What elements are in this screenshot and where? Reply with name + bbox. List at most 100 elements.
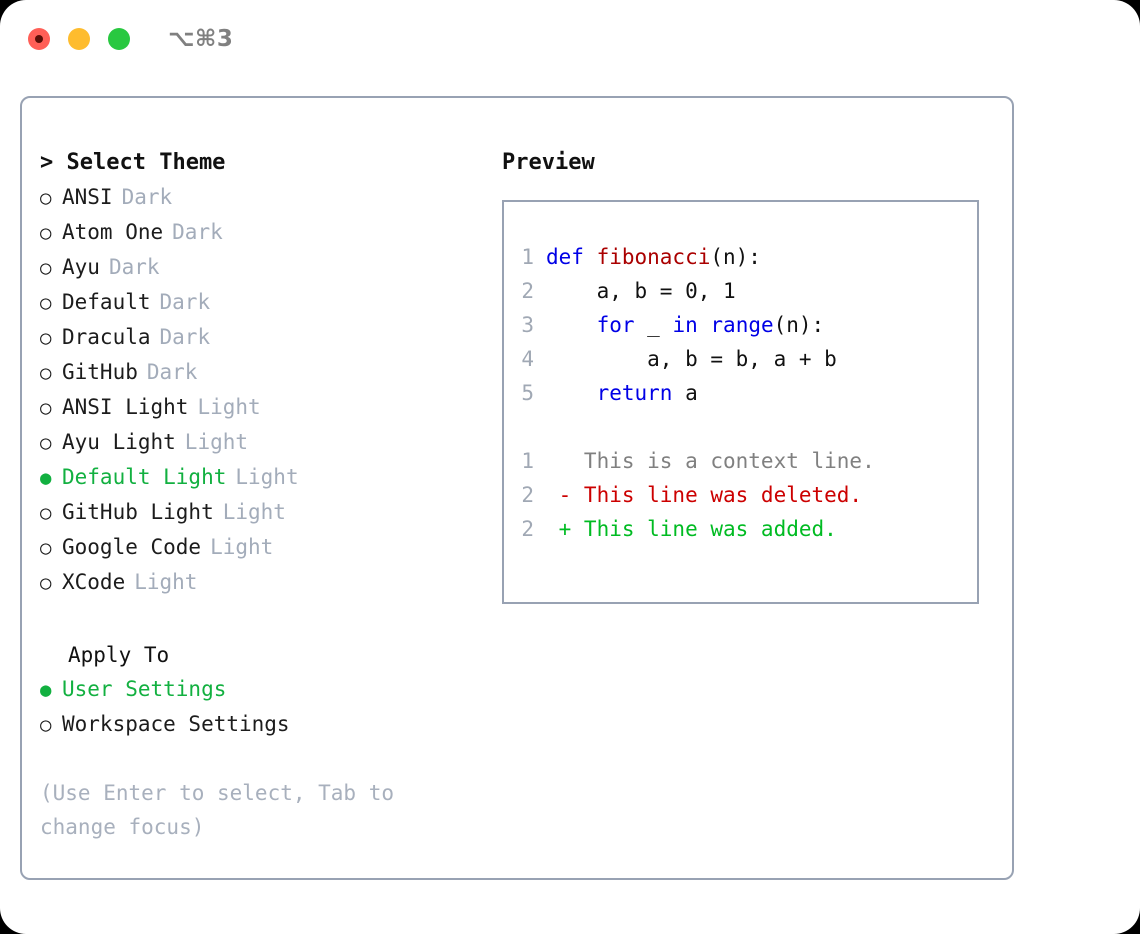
theme-option-label: ANSI Light [62, 395, 189, 419]
code-line-text: + This line was added. [546, 512, 837, 546]
radio-unselected-icon: ○ [40, 257, 52, 279]
theme-option-label: XCode [62, 570, 126, 594]
theme-option-tag: Light [210, 535, 274, 559]
theme-option-tag: Dark [172, 220, 223, 244]
theme-option-tag: Light [184, 430, 249, 454]
theme-option-tag: Dark [121, 185, 173, 209]
radio-unselected-icon: ○ [40, 327, 52, 349]
theme-option-label: ANSI [62, 185, 113, 209]
title-bar: ⌥⌘3 [0, 0, 1140, 78]
code-line-text: return a [546, 376, 698, 410]
preview-heading: Preview [502, 150, 595, 175]
code-spacer [504, 410, 977, 444]
radio-unselected-icon: ○ [40, 362, 52, 384]
theme-option-xcode[interactable]: ○ XCode Light [40, 565, 490, 600]
code-token-pl: a, b = 0, 1 [546, 279, 736, 303]
select-theme-heading: > Select Theme [40, 150, 226, 175]
line-number: 5 [521, 381, 534, 405]
code-token-pl: (n): [773, 313, 825, 337]
line-number: 3 [521, 313, 534, 337]
theme-option-label: GitHub [62, 360, 138, 384]
keyboard-hint-text: (Use Enter to select, Tab to change focu… [40, 781, 395, 839]
line-number: 1 [521, 245, 534, 269]
code-token-kw: for [596, 313, 635, 337]
window-controls [28, 28, 130, 50]
maximize-window-button[interactable] [108, 28, 130, 50]
theme-option-default-light[interactable]: ● Default Light Light [40, 460, 490, 495]
code-token-kw: in [672, 313, 698, 337]
code-token-pl: (n): [710, 245, 761, 269]
theme-option-label: Google Code [62, 535, 202, 559]
code-line-text: - This line was deleted. [546, 478, 862, 512]
radio-unselected-icon: ○ [40, 432, 52, 454]
radio-unselected-icon: ○ [40, 502, 52, 524]
line-number: 2 [521, 517, 534, 541]
apply-to-heading: Apply To [68, 643, 170, 667]
theme-option-label: Ayu [62, 255, 100, 279]
theme-preview-box: 1 def fibonacci(n): 2 a, b = 0, 1 3 for _ i… [502, 200, 979, 604]
diff-line: 1 This is a context line. [504, 444, 977, 478]
theme-option-label: Ayu Light [62, 430, 176, 454]
theme-option-tag: Light [222, 500, 286, 524]
theme-option-tag: Dark [146, 360, 198, 384]
apply-to-option-workspace-settings[interactable]: ○ Workspace Settings [40, 707, 490, 742]
apply-to-option-user-settings[interactable]: ● User Settings [40, 672, 490, 707]
radio-unselected-icon: ○ [40, 292, 52, 314]
radio-selected-icon: ● [40, 467, 52, 489]
code-token-kw: return [596, 381, 673, 405]
line-number: 4 [521, 347, 534, 371]
radio-unselected-icon: ○ [40, 537, 52, 559]
diff-sample: 1 This is a context line.2 - This line w… [504, 444, 977, 546]
preview-pane: Preview 1 def fibonacci(n): 2 a, b = 0, 1 3… [502, 146, 992, 604]
minimize-window-button[interactable] [68, 28, 90, 50]
code-line-text: def fibonacci(n): [546, 240, 761, 274]
theme-option-tag: Dark [108, 255, 160, 279]
theme-option-label: Default Light [62, 465, 227, 489]
theme-option-google-code[interactable]: ○ Google Code Light [40, 530, 490, 565]
code-token-pl [698, 313, 711, 337]
diff-line: 2 - This line was deleted. [504, 478, 977, 512]
theme-option-ayu-light[interactable]: ○ Ayu Light Light [40, 425, 490, 460]
line-number: 2 [521, 483, 534, 507]
theme-option-label: GitHub Light [62, 500, 214, 524]
radio-unselected-icon: ○ [40, 222, 52, 244]
keyboard-shortcut-label: ⌥⌘3 [168, 26, 234, 52]
theme-option-github[interactable]: ○ GitHub Dark [40, 355, 490, 390]
code-token-pl: _ [634, 313, 673, 337]
theme-option-tag: Light [235, 465, 299, 489]
code-line: 3 for _ in range(n): [504, 308, 977, 342]
code-token-kw: range [710, 313, 774, 337]
line-number: 1 [521, 449, 534, 473]
apply-to-list[interactable]: ● User Settings ○ Workspace Settings [40, 672, 490, 742]
code-token-pl [546, 313, 597, 337]
code-line-text: a, b = 0, 1 [546, 274, 736, 308]
apply-to-option-label: Workspace Settings [62, 712, 290, 736]
theme-option-default[interactable]: ○ Default Dark [40, 285, 490, 320]
radio-unselected-icon: ○ [40, 714, 52, 736]
code-line-text: a, b = b, a + b [546, 342, 837, 376]
diff-line: 2 + This line was added. [504, 512, 977, 546]
radio-selected-icon: ● [40, 679, 52, 701]
code-token-pl: a, b = b, a + b [546, 347, 837, 371]
code-token-del: - This line was deleted. [546, 483, 863, 507]
theme-option-github-light[interactable]: ○ GitHub Light Light [40, 495, 490, 530]
theme-option-tag: Light [134, 570, 198, 594]
theme-option-label: Default [62, 290, 151, 314]
close-window-button[interactable] [28, 28, 50, 50]
code-token-fn: fibonacci [596, 245, 711, 269]
theme-option-ayu[interactable]: ○ Ayu Dark [40, 250, 490, 285]
apply-to-option-label: User Settings [62, 677, 227, 701]
theme-option-tag: Dark [159, 290, 211, 314]
code-token-pl [546, 381, 597, 405]
code-token-ctx: This is a context line. [546, 449, 875, 473]
radio-unselected-icon: ○ [40, 572, 52, 594]
